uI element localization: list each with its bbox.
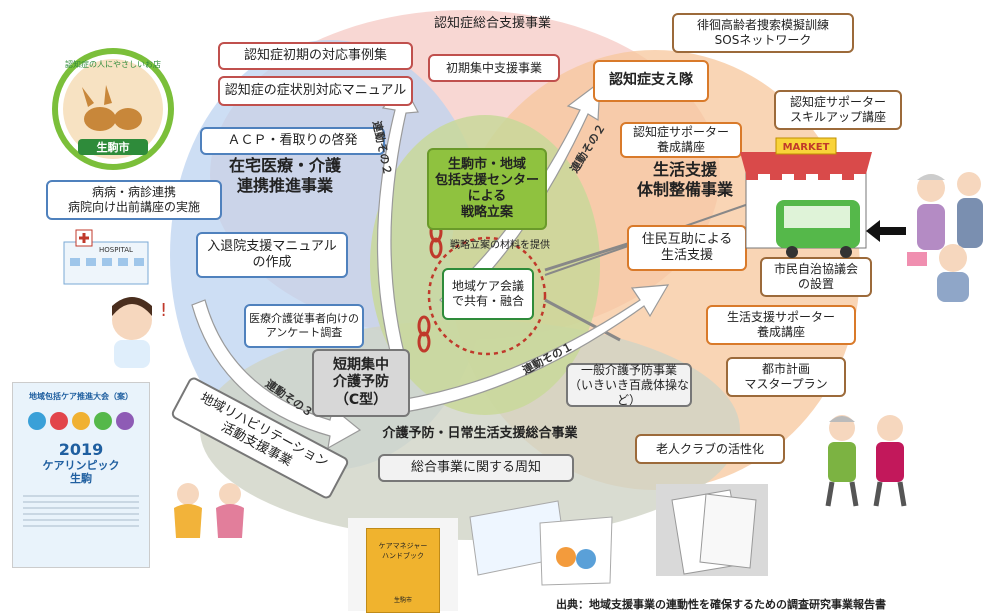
supporter-team-box: 認知症支え隊 <box>593 60 709 102</box>
care-manager-handbook: ケアマネジャー ハンドブック 生駒市 <box>348 518 458 613</box>
material-note: 戦略立案の材料を提供 <box>450 240 550 251</box>
dementia-manual-box: 認知症の症状別対応マニュアル <box>218 76 413 106</box>
elderly-club-box: 老人クラブの活性化 <box>635 434 785 464</box>
walking-elders-illustration <box>825 415 907 507</box>
supporter-skill-box: 認知症サポーター スキルアップ講座 <box>774 90 902 130</box>
poster-subtitle: ケアリンピック 生駒 <box>42 459 120 486</box>
logo-city-text: 生駒市 <box>97 140 130 154</box>
market-sign-text: MARKET <box>783 142 830 153</box>
hospital-illustration: HOSPITAL <box>63 229 149 285</box>
mutual-aid-box: 住民互助による 生活支援 <box>627 225 747 271</box>
brochures-illustration <box>469 500 613 586</box>
careolympic-poster: 地域包括ケア推進大会（案） 2019 ケアリンピック 生駒 <box>12 382 150 568</box>
general-prevention-box: 一般介護予防事業 （いきいき百歳体操など） <box>566 363 692 407</box>
black-arrow-icon <box>866 220 906 242</box>
council-box: 市民自治協議会 の設置 <box>760 257 872 297</box>
life-supporter-box: 生活支援サポーター 養成講座 <box>706 305 856 345</box>
booklet-title: ケアマネジャー ハンドブック <box>378 542 428 560</box>
market-illustration: MARKET <box>740 137 872 258</box>
dementia-section-title: 認知症総合支援事業 <box>433 16 551 31</box>
report-documents-illustration <box>656 484 768 576</box>
booklet-footer: 生駒市 <box>393 597 412 604</box>
survey-box: 医療介護従事者向けの アンケート調査 <box>244 304 364 348</box>
supporter-training-box: 認知症サポーター 養成講座 <box>620 122 742 158</box>
meeting-box: 地域ケア会議 で共有・融合 <box>442 268 534 320</box>
notice-box: 総合事業に関する周知 <box>378 454 574 482</box>
dementia-case-box: 認知症初期の対応事例集 <box>218 42 413 70</box>
exercising-elders-illustration <box>174 483 244 538</box>
initial-support-box: 初期集中支援事業 <box>428 54 560 82</box>
poster-year: 2019 <box>58 440 104 459</box>
link1-arrow <box>399 284 670 413</box>
strategy-box: 生駒市・地域 包括支援センター による 戦略立案 <box>427 148 547 230</box>
svg-text:!: ! <box>160 300 167 321</box>
poster-title: 地域包括ケア推進大会（案） <box>29 392 133 401</box>
dementia-friendly-shop-logo: 生駒市 認知症の人にやさしいお店 <box>52 48 174 170</box>
logo-arc-text: 認知症の人にやさしいお店 <box>65 59 161 69</box>
short-term-box: 短期集中 介護予防 （C型） <box>312 349 410 417</box>
discharge-manual-box: 入退院支援マニュアル の作成 <box>196 232 348 278</box>
hospital-sign-text: HOSPITAL <box>99 246 133 254</box>
meeting-dotted-ring <box>427 236 547 356</box>
sos-network-box: 徘徊高齢者捜索模擬訓練 SOSネットワーク <box>672 13 854 53</box>
livelihood-section-title: 生活支援 体制整備事業 <box>636 160 733 199</box>
city-plan-box: 都市計画 マスタープラン <box>726 357 846 397</box>
nurse-illustration: ! <box>112 297 167 368</box>
hospital-link-box: 病病・病診連携 病院向け出前講座の実施 <box>46 180 222 220</box>
source-footer: 出典：地域支援事業の連動性を確保するための調査研究事業報告書 <box>556 598 886 611</box>
homecare-section-title: 在宅医療・介護 連携推進事業 <box>228 156 341 195</box>
acp-box: ＡＣＰ・看取りの啓発 <box>200 127 385 155</box>
elderly-couple-illustration <box>907 172 983 302</box>
prevention-section-title: 介護予防・日常生活支援総合事業 <box>382 426 578 441</box>
